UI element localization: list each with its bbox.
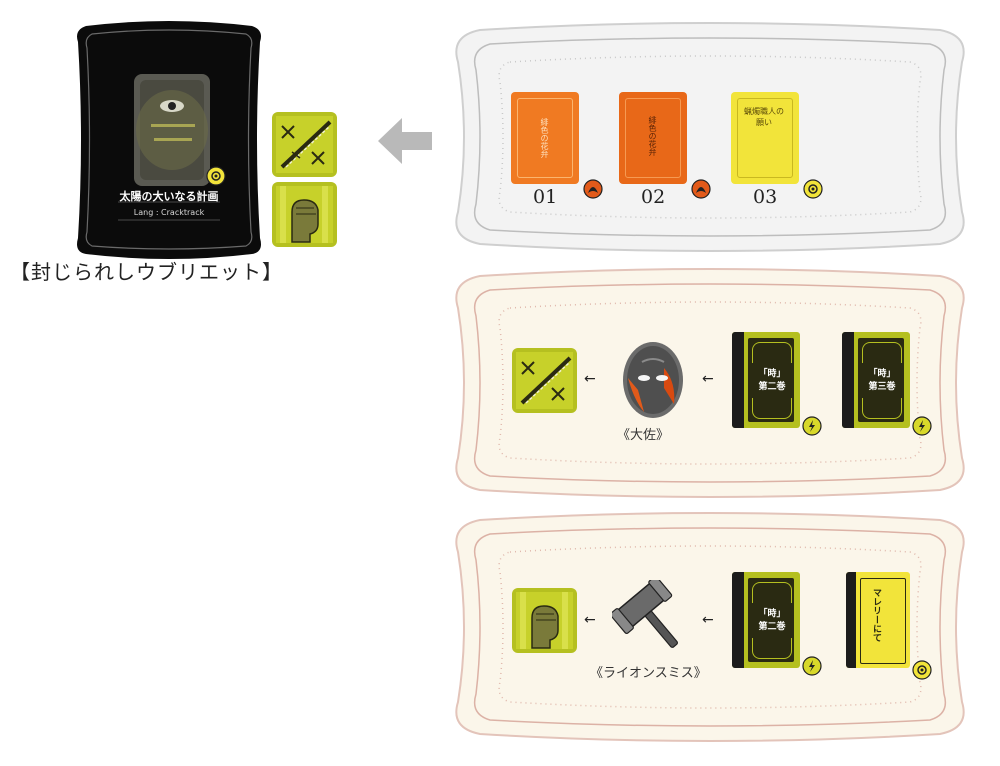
sun-icon — [912, 660, 932, 680]
intermediate-label-colonel: 《大佐》 — [617, 428, 670, 443]
lightning-icon — [912, 416, 932, 436]
sun-icon — [803, 179, 823, 199]
recipe-item-1-number: 01 — [533, 186, 558, 208]
fist-result-tile[interactable] — [512, 588, 577, 653]
lightning-icon — [802, 416, 822, 436]
recipe-panel-top — [450, 22, 970, 252]
recipe-item-1-label: 緋色の花弁 — [540, 118, 549, 158]
scarred-result-tile[interactable] — [512, 348, 577, 413]
main-card-caption: 【封じられしウブリエット】 — [10, 260, 283, 284]
big-left-arrow-icon — [376, 112, 434, 170]
book-title-line1: 「時」 — [868, 369, 896, 379]
intermediate-label-lionsmith: 《ライオンスミス》 — [590, 666, 707, 681]
arrow-left-icon: ← — [584, 612, 596, 628]
book-title-line2: 第二巻 — [758, 382, 786, 392]
fist-tile[interactable] — [272, 182, 337, 247]
recipe-panel-bottom — [450, 512, 970, 742]
book-time-volume-2[interactable]: 「時」 第二巻 — [732, 572, 800, 668]
recipe-item-2-number: 02 — [641, 186, 666, 208]
arrow-left-icon: ← — [702, 612, 714, 628]
lightning-icon — [802, 656, 822, 676]
recipe-item-2[interactable]: 緋色の花弁 — [619, 92, 687, 184]
book-time-volume-3[interactable]: 「時」 第三巻 — [842, 332, 910, 428]
book-title-line1: 「時」 — [758, 369, 786, 379]
arrow-left-icon: ← — [584, 371, 596, 387]
fire-icon — [691, 179, 711, 199]
sun-icon — [206, 166, 226, 186]
recipe-item-3[interactable]: 蝋燭職人の願い — [731, 92, 799, 184]
recipe-item-2-label: 緋色の花弁 — [648, 116, 657, 156]
book-title-line1: 「時」 — [758, 609, 786, 619]
main-card-subtitle: Lang : Cracktrack — [133, 208, 205, 217]
main-card[interactable] — [74, 20, 264, 260]
hammer-figure[interactable] — [612, 580, 692, 656]
book-title-line2: 第三巻 — [868, 382, 896, 392]
book-time-volume-2[interactable]: 「時」 第二巻 — [732, 332, 800, 428]
book-malleries-title: マレリーにて — [871, 588, 881, 642]
fire-icon — [583, 179, 603, 199]
colonel-figure[interactable] — [614, 338, 692, 422]
scarred-tile[interactable] — [272, 112, 337, 177]
arrow-left-icon: ← — [702, 371, 714, 387]
recipe-panel-middle — [450, 268, 970, 498]
book-title-line2: 第二巻 — [758, 622, 786, 632]
recipe-item-3-label: 蝋燭職人の願い — [744, 107, 784, 127]
recipe-item-1[interactable]: 緋色の花弁 — [511, 92, 579, 184]
main-card-title: 太陽の大いなる計画 — [119, 190, 219, 203]
book-malleries[interactable]: マレリーにて — [846, 572, 910, 668]
recipe-item-3-number: 03 — [753, 186, 778, 208]
